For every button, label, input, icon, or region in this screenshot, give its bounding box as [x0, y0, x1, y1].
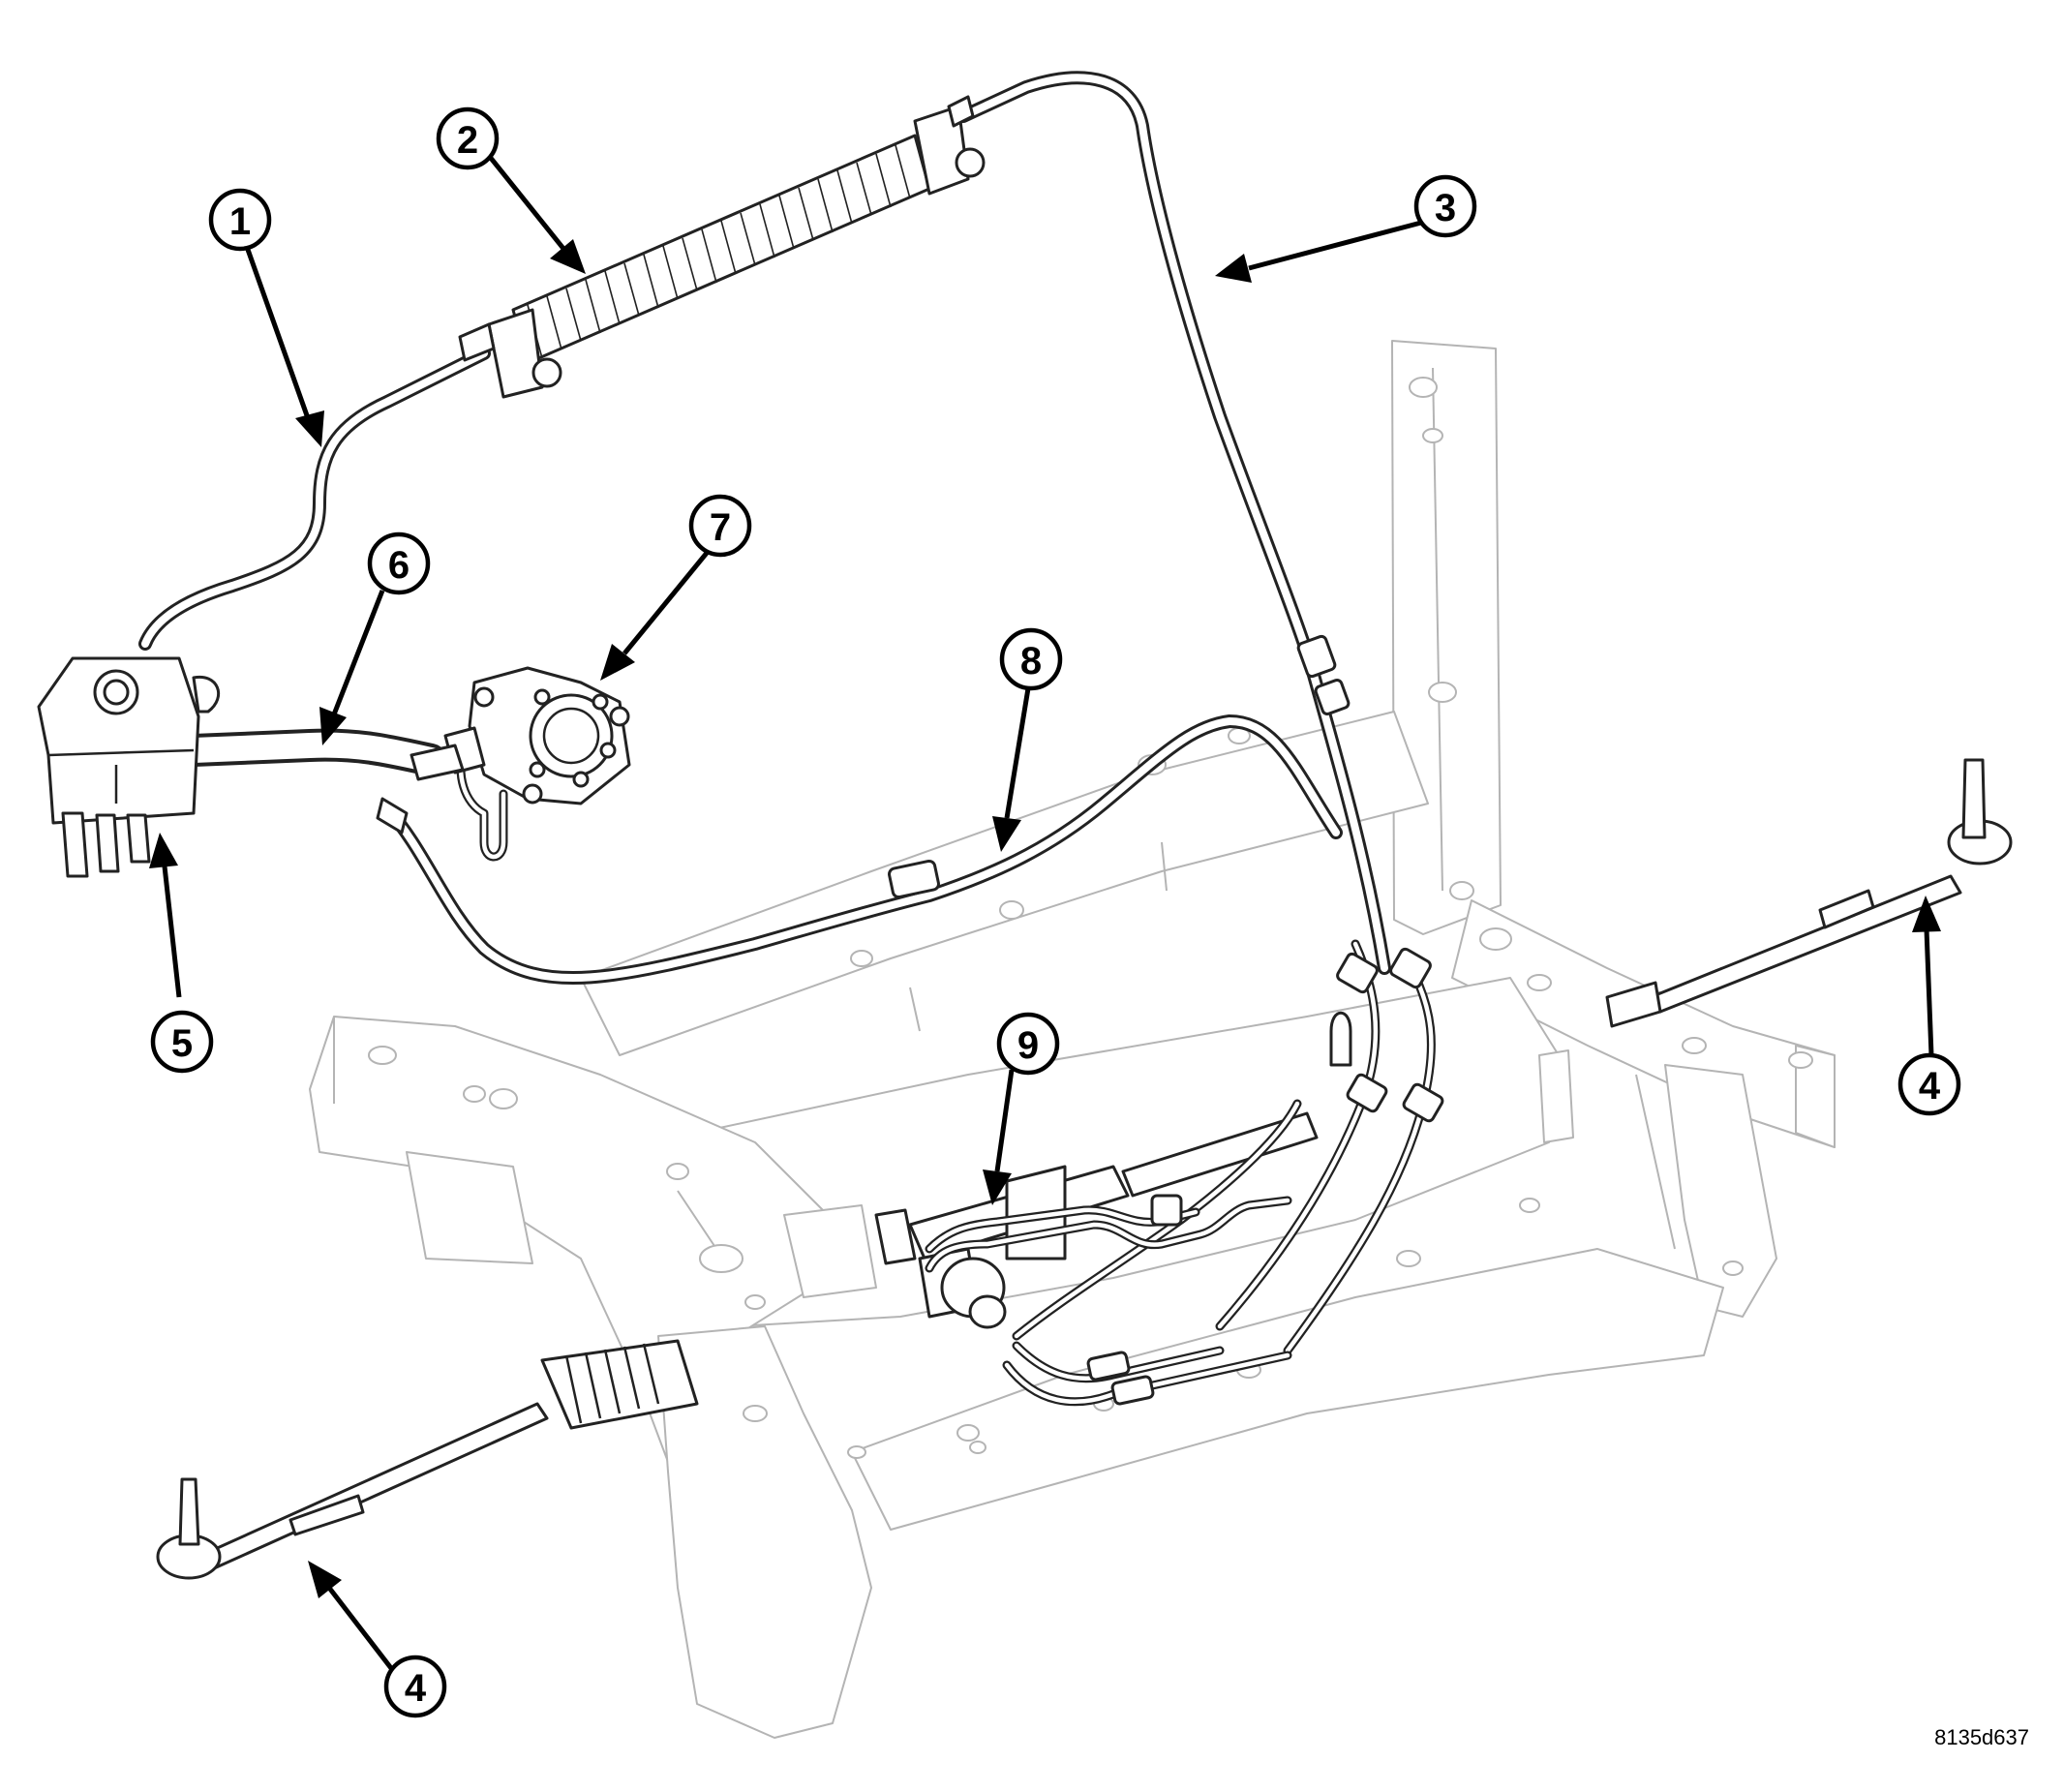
callout-6: 6: [367, 532, 431, 595]
callout-labels: 1 2 3 4 4 5 6 7: [149, 106, 1961, 1718]
callout-label: 3: [1435, 187, 1456, 229]
callout-label: 7: [710, 506, 731, 549]
callout-label: 8: [1020, 640, 1042, 683]
callout-2: 2: [436, 106, 500, 170]
fluid-reservoir: [37, 656, 221, 878]
callout-9: 9: [996, 1012, 1060, 1076]
power-steering-pump: [410, 666, 631, 805]
engine-cradle: [309, 340, 1836, 1739]
callout-label: 2: [457, 119, 478, 162]
callout-label: 5: [171, 1022, 193, 1065]
callout-label: 4: [405, 1667, 427, 1710]
callout-7: 7: [688, 494, 752, 558]
callout-1: 1: [208, 188, 272, 252]
callout-4-right: 4: [1897, 1052, 1961, 1116]
callout-5: 5: [150, 1010, 214, 1074]
callout-label: 4: [1919, 1065, 1941, 1108]
callout-8: 8: [999, 627, 1063, 691]
callout-label: 6: [388, 544, 410, 587]
oil-cooler: [458, 95, 986, 399]
figure-id: 8135d637: [1934, 1725, 2029, 1749]
cooler-fins: [527, 144, 911, 359]
steering-gear-assembly: [156, 758, 2013, 1580]
callout-4-left: 4: [383, 1655, 447, 1718]
callout-label: 9: [1017, 1024, 1039, 1067]
callout-label: 1: [229, 200, 251, 243]
callout-3: 3: [1413, 174, 1477, 238]
